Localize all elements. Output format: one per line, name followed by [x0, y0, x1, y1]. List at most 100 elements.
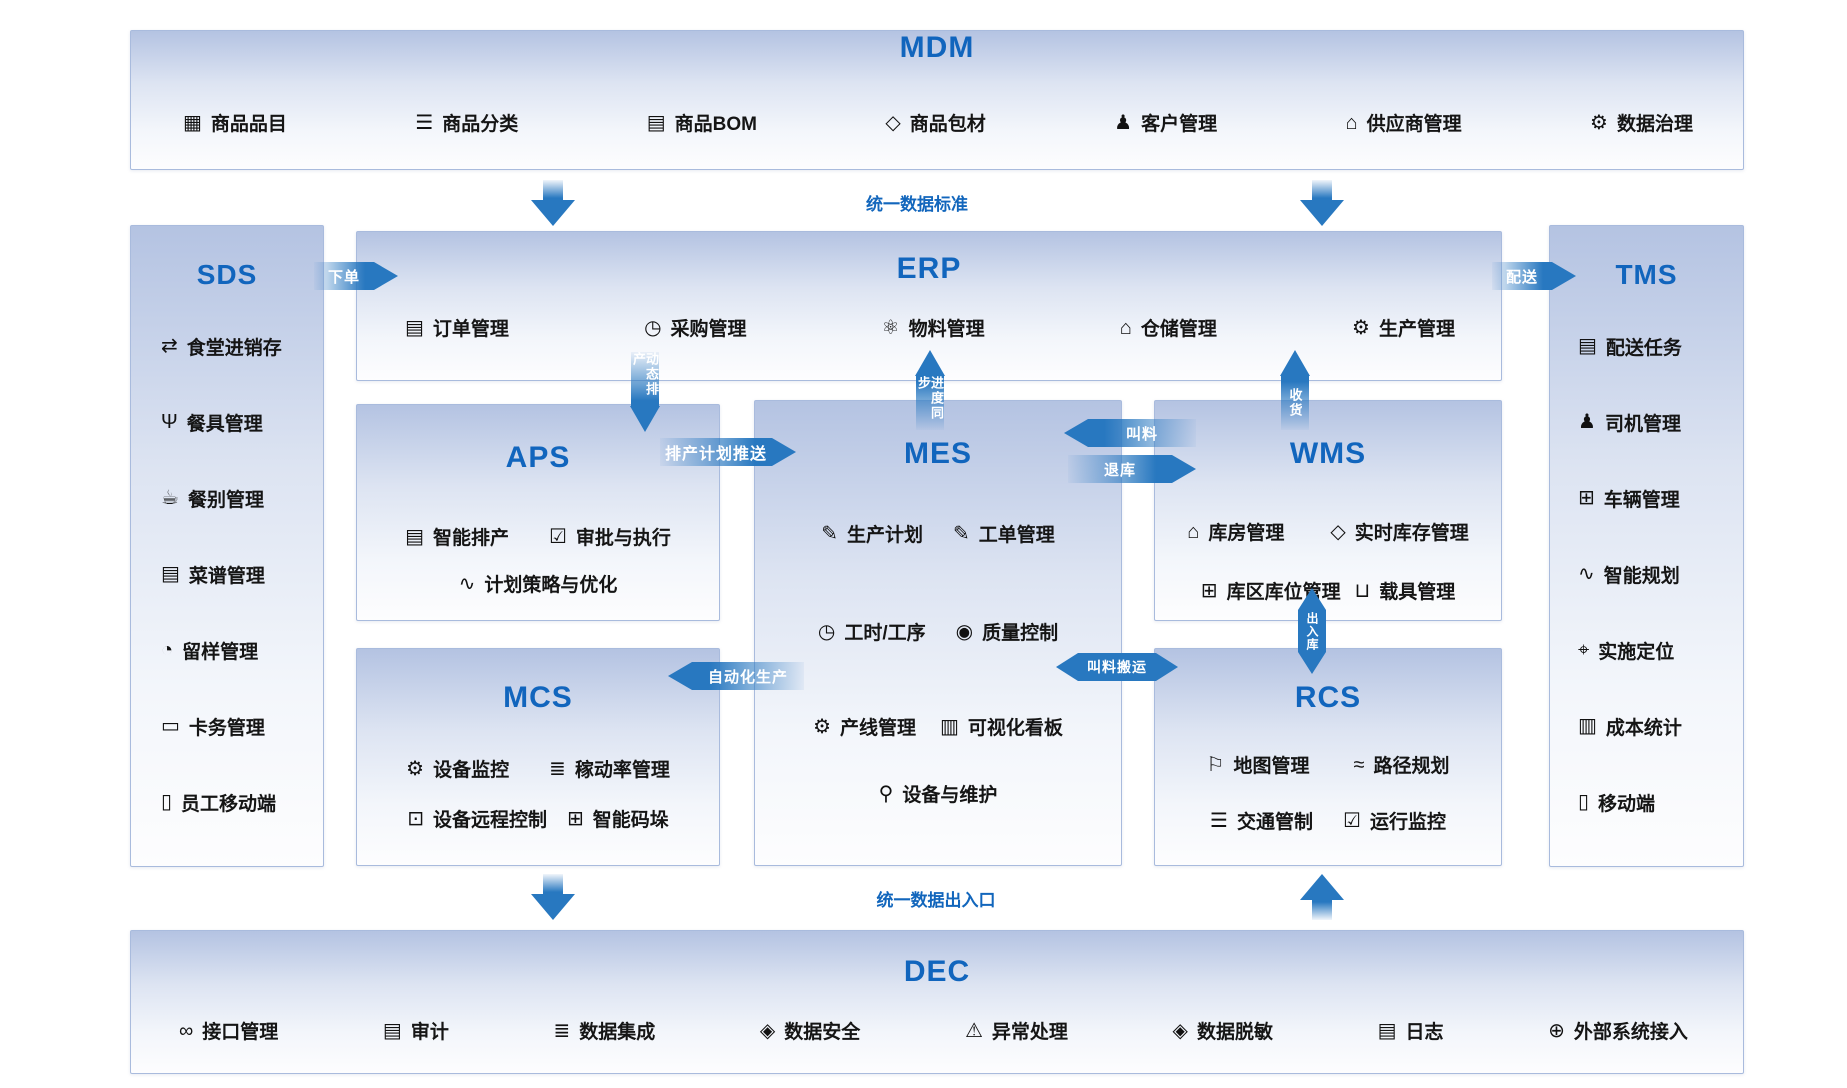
arrow-label: 叫料搬运 — [1087, 659, 1147, 675]
zone-location-icon: ⊞ — [1200, 579, 1218, 602]
item-label: 运行监控 — [1369, 812, 1446, 833]
list-item: ▯员工移动端 — [161, 764, 282, 840]
item-label: 生产计划 — [846, 525, 923, 546]
item-label: 审批与执行 — [575, 528, 671, 549]
item-label: 数据安全 — [784, 1022, 861, 1043]
item-label: 餐具管理 — [186, 413, 263, 435]
item-label: 移动端 — [1598, 793, 1656, 815]
vehicle-icon: ⊞ — [1578, 487, 1595, 509]
item-label: 智能排产 — [432, 528, 509, 549]
external-access-icon: ⊕ — [1548, 1019, 1565, 1042]
map-icon: ⚐ — [1206, 753, 1225, 776]
panel-title-sds: SDS — [196, 259, 258, 290]
item-label: 数据治理 — [1616, 114, 1693, 135]
item-label: 生产管理 — [1378, 319, 1455, 340]
item-label: 计划策略与优化 — [484, 575, 618, 596]
place-order-arrow: 下单 — [314, 262, 398, 290]
smart-planning-icon: ∿ — [1578, 563, 1595, 585]
list-item: ✎工单管理 — [953, 520, 1055, 547]
list-item: ▤智能排产 — [405, 523, 509, 550]
list-item: ⚲设备与维护 — [879, 780, 998, 807]
list-item: ≣稼动率管理 — [549, 755, 670, 782]
list-item: ◈数据脱敏 — [1173, 1017, 1273, 1044]
list-item: Ψ 餐具管理 — [161, 384, 282, 460]
list-item: ⚐ 地图管理 — [1207, 751, 1310, 778]
list-item: ∞接口管理 — [179, 1017, 278, 1044]
mdm-to-wms-arrow — [1300, 180, 1344, 226]
panel-title-mes: MES — [903, 437, 972, 470]
item-label: 车辆管理 — [1603, 489, 1680, 511]
bom-document-icon: ▤ — [646, 111, 666, 134]
panel-title-dec: DEC — [903, 955, 971, 988]
item-label: 设备远程控制 — [432, 810, 547, 831]
list-item: ⊡ 设备远程控制 — [407, 805, 547, 832]
tableware-icon: Ψ — [161, 411, 178, 433]
list-item: ▤ 商品BOM — [647, 109, 757, 136]
remote-control-icon: ⊡ — [407, 807, 424, 830]
list-item: ▤订单管理 — [405, 314, 509, 341]
meal-type-icon: ☕ — [161, 487, 179, 509]
panel-wms: WMS ⌂库房管理 ◇实时库存管理 ⊞库区库位管理 ⊔载具管理 — [1154, 400, 1502, 621]
item-label: 餐别管理 — [187, 489, 264, 511]
item-label: 外部系统接入 — [1573, 1022, 1688, 1043]
item-label: 交通管制 — [1236, 812, 1313, 833]
panel-dec: DEC ∞接口管理 ▤审计 ≣数据集成 ◈数据安全 ⚠异常处理 ◈数据脱敏 ▤日… — [130, 930, 1744, 1074]
list-item: ▯ 移动端 — [1578, 764, 1682, 840]
material-handling-arrow: 叫料搬运 — [1056, 653, 1178, 681]
list-item: ∿计划策略与优化 — [459, 570, 618, 597]
cost-statistics-icon: ▥ — [1578, 715, 1597, 737]
arrow-label: 收货 — [1287, 388, 1303, 418]
equipment-maintenance-icon: ⚲ — [878, 782, 894, 805]
arrow-label: 进度同步 — [916, 376, 944, 421]
item-label: 实时库存管理 — [1354, 523, 1469, 544]
list-item: ◇实时库存管理 — [1330, 518, 1468, 545]
list-item: ▤审计 — [383, 1017, 449, 1044]
menu-icon: ▤ — [161, 563, 180, 585]
list-item: ⚙数据治理 — [1590, 109, 1693, 136]
list-item: ▭卡务管理 — [161, 688, 282, 764]
panel-title-aps: APS — [505, 441, 571, 474]
item-label: 数据脱敏 — [1196, 1022, 1273, 1043]
list-item: ▤ 菜谱管理 — [161, 536, 282, 612]
panel-title-rcs: RCS — [1294, 681, 1362, 714]
item-label: 留样管理 — [182, 641, 259, 663]
list-item: ⌂库房管理 — [1187, 518, 1284, 545]
delivery-arrow: 配送 — [1492, 262, 1576, 290]
arrow-label: 出入库 — [1305, 611, 1319, 651]
item-label: 质量控制 — [982, 623, 1059, 644]
item-label: 菜谱管理 — [188, 565, 265, 587]
item-label: 工时/工序 — [844, 623, 926, 644]
item-label: 设备监控 — [433, 760, 510, 781]
location-icon: ⌖ — [1578, 639, 1590, 661]
receiving-arrow: 收货 — [1280, 350, 1310, 430]
item-label: 采购管理 — [670, 319, 747, 340]
dashboard-icon: ▥ — [940, 715, 959, 738]
in-out-store-arrow: 出入库 — [1298, 588, 1326, 674]
list-item: ⚙产线管理 — [813, 713, 916, 740]
material-call-arrow: 叫料 — [1064, 419, 1196, 447]
data-security-icon: ◈ — [759, 1019, 776, 1042]
list-item: ⊕ 外部系统接入 — [1548, 1017, 1688, 1044]
panel-title-mdm: MDM — [899, 31, 975, 64]
unified-data-io-label: 统一数据出入口 — [876, 891, 996, 910]
item-label: 供应商管理 — [1366, 114, 1462, 135]
mobile-icon: ▯ — [1578, 791, 1590, 813]
list-item: ≈路径规划 — [1353, 751, 1449, 778]
item-label: 物料管理 — [908, 319, 985, 340]
arrow-label: 动态排产 — [631, 352, 659, 397]
warehouse-room-icon: ⌂ — [1187, 520, 1200, 543]
audit-icon: ▤ — [382, 1019, 402, 1042]
list-item: ♟司机管理 — [1578, 384, 1682, 460]
list-item: ◇商品包材 — [885, 109, 985, 136]
item-label: 配送任务 — [1605, 337, 1682, 359]
mdm-to-erp-arrow — [531, 180, 575, 226]
item-label: 司机管理 — [1604, 413, 1681, 435]
item-label: 地图管理 — [1233, 756, 1310, 777]
item-label: 智能码垛 — [592, 810, 669, 831]
list-item: ⌖实施定位 — [1578, 612, 1682, 688]
exception-icon: ⚠ — [964, 1019, 983, 1042]
arrow-label: 排产计划推送 — [664, 446, 767, 463]
item-label: 商品BOM — [674, 114, 757, 135]
